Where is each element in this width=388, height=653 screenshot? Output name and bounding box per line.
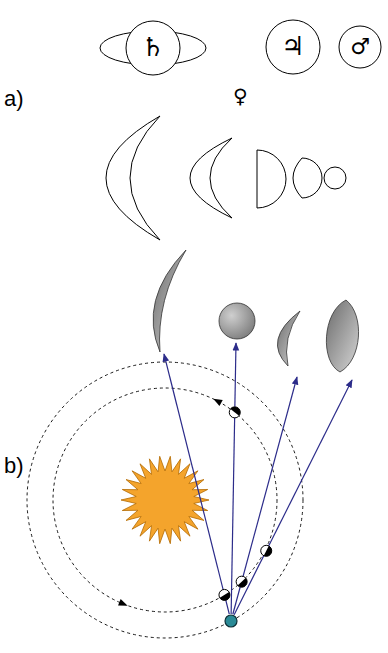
part-label: b): [4, 455, 24, 477]
planet-disk: [339, 26, 381, 68]
venus-gibbous: [293, 158, 322, 198]
mars-symbol: ♂: [339, 26, 381, 68]
venus-lit-side: [236, 576, 247, 587]
planet-glyph: ♄: [141, 34, 164, 60]
sight-line: [164, 354, 229, 614]
earth: [225, 615, 237, 627]
jupiter-symbol: ♃: [265, 19, 321, 75]
venus-positions: [219, 407, 272, 601]
orbit-arrowhead: [213, 399, 223, 406]
sun-disk: [121, 456, 209, 543]
venus-position: [261, 545, 272, 556]
saturn-symbol: ♄: [98, 20, 208, 76]
sight-line: [233, 377, 297, 614]
venus-lit-side: [219, 589, 230, 600]
venus-position: [219, 589, 230, 600]
venus-thin-crescent: [153, 250, 186, 352]
sun: [121, 456, 209, 543]
venus-dark-side: [238, 578, 248, 587]
venus-phase-shaded: [153, 250, 358, 372]
orbit-arrowhead: [118, 599, 128, 606]
saturn-rings: [100, 31, 206, 65]
planet-disk: [126, 21, 180, 75]
earth-orbit: [27, 362, 303, 638]
venus-lit-side: [229, 407, 240, 418]
sight-line: [231, 343, 236, 614]
venus-dark-side: [230, 407, 240, 416]
venus-position: [229, 407, 240, 418]
venus-phase-outlines: [106, 116, 346, 240]
venus-half: [257, 150, 286, 208]
venus-crescent-shaded: [277, 311, 300, 366]
venus-lit-side: [261, 545, 272, 556]
venus-symbol: ♀: [233, 86, 248, 106]
part-label: a): [4, 88, 24, 110]
sight-lines: [164, 343, 352, 615]
venus-full: [324, 167, 346, 189]
orbit-direction-arrows: [118, 399, 223, 606]
venus-dark-side: [264, 546, 272, 556]
sight-line: [234, 380, 352, 615]
venus-gibbous-shaded: [326, 300, 358, 372]
planet-glyph: ♃: [281, 33, 304, 59]
planet-disk: [266, 20, 320, 74]
venus-crescent: [190, 138, 232, 218]
venus-dark-side: [220, 592, 230, 600]
venus-position: [236, 576, 247, 587]
planet-glyph: ♂: [350, 36, 370, 58]
venus-full-disk: [219, 303, 255, 339]
venus-crescent-large: [106, 116, 160, 240]
venus-orbit: [53, 388, 277, 612]
